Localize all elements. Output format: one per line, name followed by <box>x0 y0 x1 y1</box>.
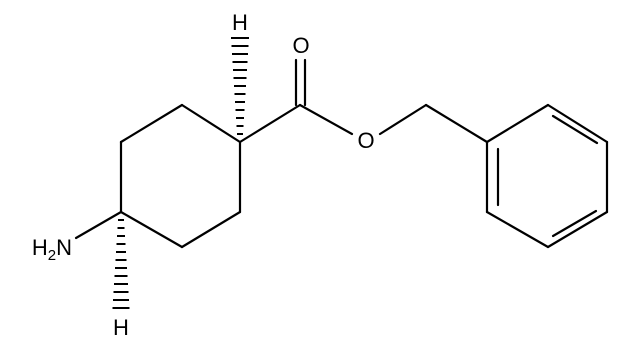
ring-bond <box>119 103 184 144</box>
hashed-wedge-bottom <box>112 219 130 309</box>
c-n-bond <box>74 210 123 240</box>
benzene-bond <box>485 103 550 144</box>
atom-label-carbonyl-oxygen: O <box>292 33 309 58</box>
amine-n: N <box>56 235 72 260</box>
benzene-bond <box>546 103 609 144</box>
amine-h-count: 2 <box>48 247 56 264</box>
benzene-inner-double-bond <box>551 209 598 238</box>
ring-bond <box>119 210 184 249</box>
hashed-wedge-top <box>231 37 249 135</box>
ring-bond <box>180 103 242 144</box>
ch2-phenyl-bond <box>424 103 489 144</box>
atom-label-h-bottom: H <box>113 315 129 340</box>
atom-label-ester-oxygen: O <box>357 128 374 153</box>
amine-h: H <box>32 235 48 260</box>
benzene-ring <box>485 103 609 249</box>
cyclohexane-ring <box>119 103 242 249</box>
c-carbonyl-bond <box>238 103 302 144</box>
atom-label-h-top: H <box>232 10 248 35</box>
benzene-bond <box>485 210 550 249</box>
c-o-ester-bond <box>298 103 354 136</box>
benzene-inner-double-bond <box>551 114 599 145</box>
ring-bond <box>180 210 242 249</box>
benzene-bond <box>546 210 609 249</box>
o-ch2-bond <box>378 103 428 136</box>
amine-label: H2N <box>32 235 72 264</box>
